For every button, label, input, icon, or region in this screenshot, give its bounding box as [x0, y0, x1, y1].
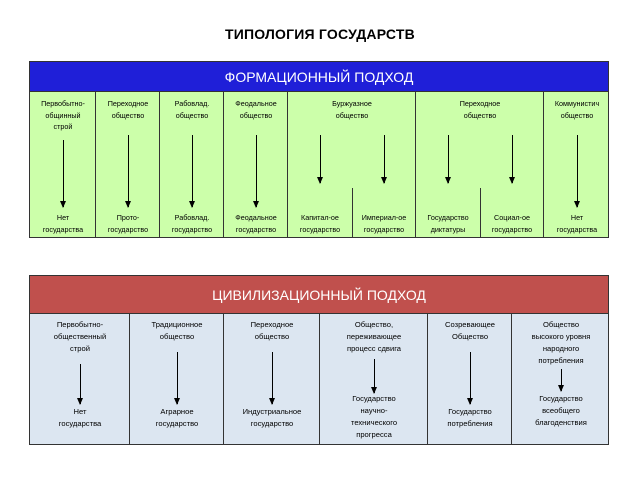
formation-col-bourgeois: Буржуазное общество Капитал-ое государст…	[288, 92, 416, 237]
formation-state-label: Прото- государство	[107, 213, 149, 234]
civilization-state-label: Государство потребления	[447, 407, 493, 428]
formation-state-label: Феодальное государство	[235, 213, 277, 234]
formation-stage-label: Переходное общество	[107, 99, 149, 120]
formation-state-label: Государство диктатуры прол-та	[427, 213, 469, 237]
formation-stage-label: Рабовлад. общество	[174, 99, 210, 120]
arrow-down-icon	[467, 352, 473, 405]
formation-stage-label: Феодальное общество	[235, 99, 277, 120]
arrow-down-icon	[574, 135, 580, 208]
civilization-stage-label: Переходное общество	[250, 320, 294, 341]
column-divider	[480, 188, 481, 237]
formation-state-label: Социал-ое государство	[491, 213, 533, 234]
formation-stage-label: Переходное общество	[459, 99, 501, 120]
formation-state-label: Империал-ое государство	[361, 213, 407, 234]
arrow-down-icon	[269, 352, 275, 405]
arrow-down-icon	[381, 135, 387, 184]
civilization-state-label: Государство научно- технического прогрес…	[350, 394, 398, 439]
civilization-stage-label: Созревающее Общество	[444, 320, 496, 341]
civilization-state-label: Аграрное государство	[155, 407, 199, 428]
formation-stage-label: Коммунистич общество	[554, 99, 600, 120]
arrow-down-icon	[125, 135, 131, 208]
formation-stage-label: Первобытно- общинный строй	[41, 99, 85, 131]
civilization-stage-label: Традиционное общество	[151, 320, 203, 341]
civilization-col-traditional: Традиционное общество Аграрное государст…	[130, 314, 224, 444]
arrow-down-icon	[189, 135, 195, 208]
civilization-state-label: Индустриальное государство	[242, 407, 302, 428]
formation-col-transitional-2: Переходное общество Государство диктатур…	[416, 92, 544, 237]
civilization-state-label: Государство всеобщего благоденствия	[535, 394, 587, 427]
civilization-col-primitive: Первобытно- общественный строй Нет госуд…	[30, 314, 130, 444]
arrow-down-icon	[558, 369, 564, 392]
civilization-stage-label: Общество высокого уровня народного потре…	[531, 320, 591, 365]
civilization-state-label: Нет государства	[58, 407, 102, 428]
arrow-down-icon	[317, 135, 323, 184]
formation-state-label: Рабовлад. государство	[171, 213, 213, 234]
formation-state-label: Капитал-ое государство	[299, 213, 341, 234]
civilization-stage-label: Первобытно- общественный строй	[53, 320, 107, 353]
formation-state-label: Нет государства	[556, 213, 598, 234]
formation-col-communist: Коммунистич общество Нет государства	[544, 92, 608, 237]
civilization-stage-label: Общество, переживающее процесс сдвига	[346, 320, 402, 353]
civilization-col-high-consumption: Общество высокого уровня народного потре…	[512, 314, 608, 444]
arrow-down-icon	[371, 359, 377, 394]
arrow-down-icon	[60, 140, 66, 208]
civilization-col-shift: Общество, переживающее процесс сдвига Го…	[320, 314, 428, 444]
column-divider	[352, 188, 353, 237]
formation-col-primitive: Первобытно- общинный строй Нет государст…	[30, 92, 96, 237]
arrow-down-icon	[253, 135, 259, 208]
formation-col-feudal: Феодальное общество Феодальное государст…	[224, 92, 288, 237]
formation-approach-table: ФОРМАЦИОННЫЙ ПОДХОД Первобытно- общинный…	[29, 61, 609, 238]
page-title: ТИПОЛОГИЯ ГОСУДАРСТВ	[225, 26, 415, 42]
arrow-down-icon	[445, 135, 451, 184]
civilization-col-transitional: Переходное общество Индустриальное госуд…	[224, 314, 320, 444]
civilization-col-maturing: Созревающее Общество Государство потребл…	[428, 314, 512, 444]
civilization-header: ЦИВИЛИЗАЦИОННЫЙ ПОДХОД	[30, 276, 608, 314]
formation-header: ФОРМАЦИОННЫЙ ПОДХОД	[30, 62, 608, 92]
arrow-down-icon	[174, 352, 180, 405]
formation-col-slave: Рабовлад. общество Рабовлад. государство	[160, 92, 224, 237]
formation-col-transitional: Переходное общество Прото- государство	[96, 92, 160, 237]
formation-stage-label: Буржуазное общество	[332, 99, 372, 120]
arrow-down-icon	[509, 135, 515, 184]
civilization-approach-table: ЦИВИЛИЗАЦИОННЫЙ ПОДХОД Первобытно- общес…	[29, 275, 609, 445]
formation-state-label: Нет государства	[42, 213, 84, 234]
arrow-down-icon	[77, 364, 83, 405]
